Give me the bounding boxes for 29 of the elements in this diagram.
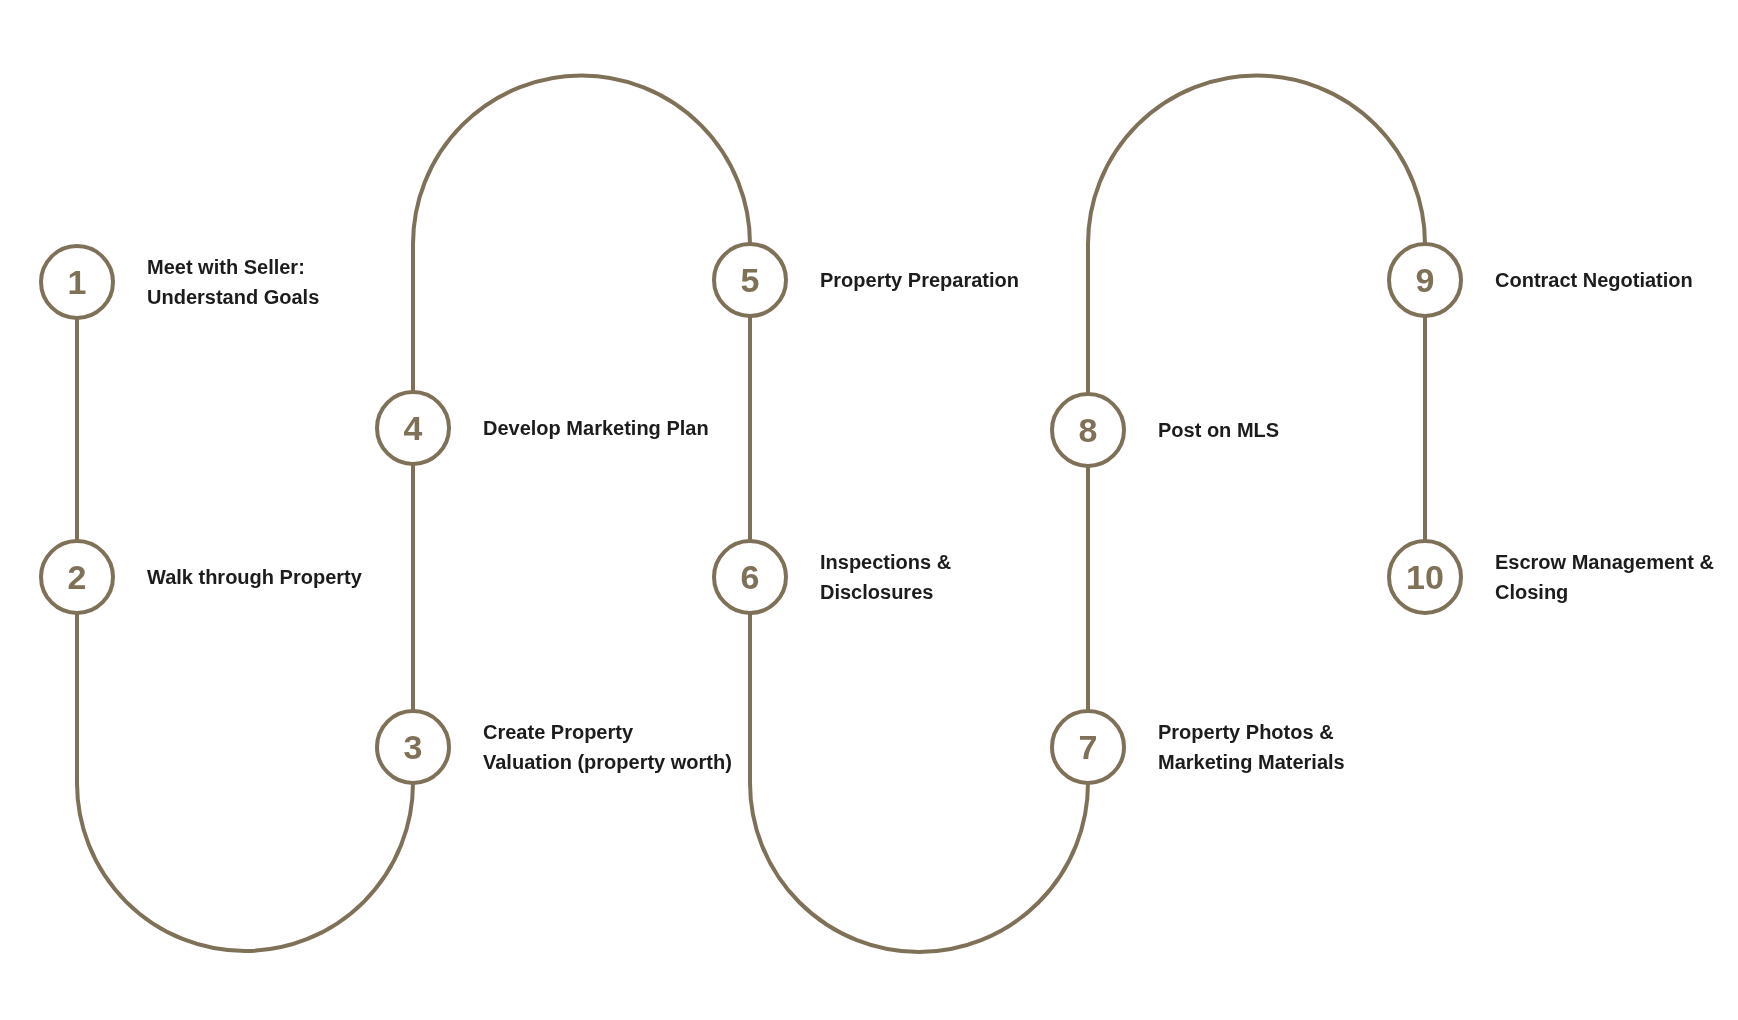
numbered-circle: 2 <box>39 539 115 615</box>
numbered-circle: 10 <box>1387 539 1463 615</box>
step-description: Inspections & Disclosures <box>820 551 952 603</box>
step-description: Property Photos & Marketing Materials <box>1158 721 1345 773</box>
connector-line <box>748 613 1090 954</box>
numbered-circle: 3 <box>375 709 451 785</box>
connector-line <box>748 316 752 541</box>
step-description: Walk through Property <box>147 566 362 588</box>
step-description: Develop Marketing Plan <box>483 417 709 439</box>
numbered-circle: 4 <box>375 390 451 466</box>
numbered-circle: 7 <box>1050 709 1126 785</box>
step-description: Create Property Valuation (property worth) <box>483 721 732 773</box>
connector-line <box>75 613 415 953</box>
numbered-circle: 1 <box>39 244 115 320</box>
step-description: Property Preparation <box>820 269 1019 291</box>
connector-line <box>411 464 415 711</box>
connector-line <box>1423 316 1427 541</box>
step-description: Escrow Management & Closing <box>1495 551 1714 603</box>
connector-line <box>1086 73 1427 394</box>
numbered-circle: 8 <box>1050 392 1126 468</box>
step-description: Post on MLS <box>1158 419 1280 441</box>
connector-line <box>411 73 752 392</box>
numbered-circle: 9 <box>1387 242 1463 318</box>
connector-line <box>1086 466 1090 711</box>
step-description: Contract Negotiation <box>1495 269 1693 291</box>
connector-line <box>75 318 79 541</box>
numbered-circle: 6 <box>712 539 788 615</box>
numbered-circle: 5 <box>712 242 788 318</box>
step-description: Meet with Seller: Understand Goals <box>147 256 320 308</box>
